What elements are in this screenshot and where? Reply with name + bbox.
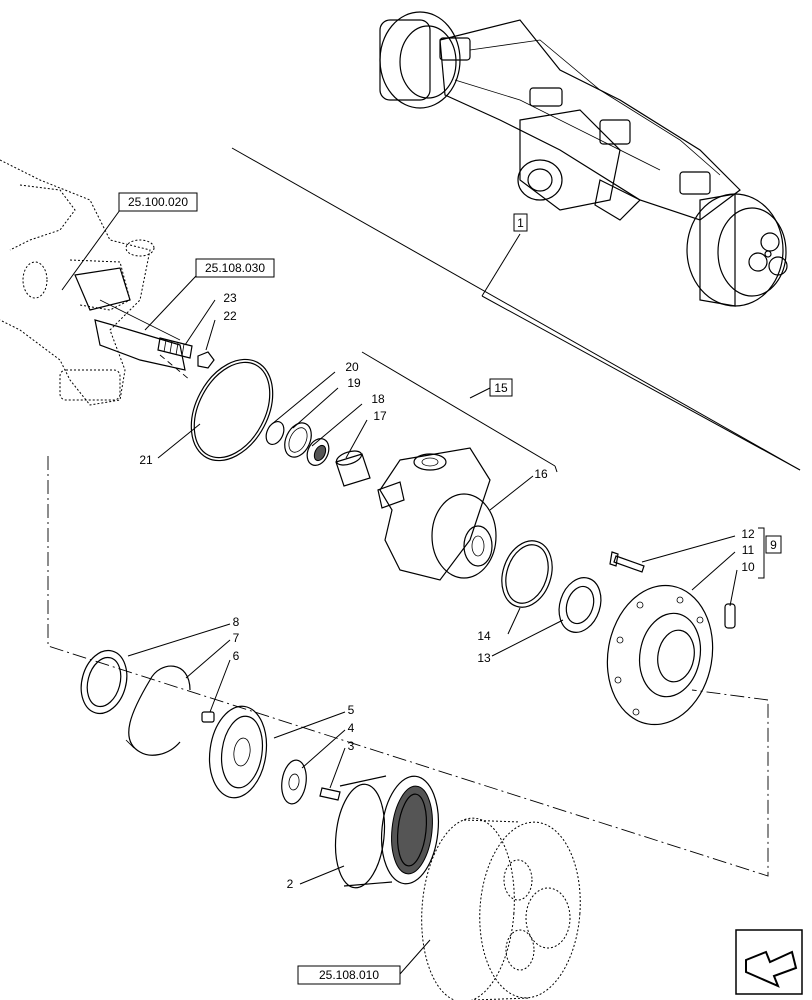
- callout-20: 20: [345, 360, 359, 374]
- part-7-snap-ring: [125, 665, 191, 756]
- driveshaft-ghost-icon: [0, 159, 191, 406]
- part-22-nut: [197, 351, 215, 369]
- callout-4: 4: [348, 721, 355, 735]
- callout-13: 13: [477, 651, 491, 665]
- part-5-gear-carrier: [208, 705, 268, 799]
- part-12-wheel-stud: [609, 551, 645, 573]
- part-21-o-ring: [190, 358, 274, 462]
- part-16-steering-knuckle: [377, 447, 497, 581]
- ref-box-25-108-010[interactable]: 25.108.010: [297, 965, 401, 985]
- callout-box-9[interactable]: 9: [765, 535, 782, 554]
- axle-assembly-icon: [379, 11, 788, 307]
- callout-box-9-label: 9: [770, 538, 777, 552]
- part-14-seal: [501, 540, 553, 608]
- callout-box-1[interactable]: 1: [513, 213, 528, 232]
- callout-5: 5: [348, 703, 355, 717]
- planetary-ghost-icon: [421, 817, 581, 1000]
- parts-20-19-18-seals: [265, 421, 330, 466]
- ref-label-25-108-030: 25.108.030: [205, 261, 265, 275]
- callout-12: 12: [741, 527, 755, 541]
- ref-label-25-100-020: 25.100.020: [128, 195, 188, 209]
- callout-7: 7: [233, 631, 240, 645]
- part-6-pin: [201, 711, 215, 723]
- callout-numbers: 23 22 21 20 19 18 17 16 14 13 12 11 10 8…: [139, 291, 755, 891]
- previous-page-arrow-icon[interactable]: [735, 929, 803, 995]
- callout-box-15-label: 15: [494, 381, 508, 395]
- callout-box-15[interactable]: 15: [489, 378, 513, 397]
- callout-16: 16: [534, 467, 548, 481]
- callout-2: 2: [287, 877, 294, 891]
- callout-box-1-label: 1: [517, 216, 524, 230]
- callout-19: 19: [347, 376, 361, 390]
- callout-22: 22: [223, 309, 237, 323]
- part-4-lock-plate: [281, 759, 307, 805]
- part-11-wheel-hub: [606, 584, 714, 726]
- ref-label-25-108-010: 25.108.010: [319, 968, 379, 982]
- callout-23: 23: [223, 291, 237, 305]
- leader-lines: [61, 209, 738, 975]
- part-23-pin: [157, 337, 193, 359]
- part-3-bolt: [319, 787, 341, 801]
- callout-10: 10: [741, 560, 755, 574]
- part-10-dowel-pin: [724, 603, 736, 629]
- part-17-bushing: [335, 450, 371, 487]
- ref-box-25-108-030[interactable]: 25.108.030: [195, 258, 275, 278]
- part-8-seal: [80, 649, 128, 715]
- callout-3: 3: [348, 739, 355, 753]
- part-13-bearing: [558, 577, 602, 633]
- callout-8: 8: [233, 615, 240, 629]
- part-2-ring-gear: [334, 775, 440, 889]
- callout-21: 21: [139, 453, 153, 467]
- callout-6: 6: [233, 649, 240, 663]
- callout-17: 17: [373, 409, 387, 423]
- ref-box-25-100-020[interactable]: 25.100.020: [118, 192, 198, 212]
- group-bracket-9: [758, 527, 765, 579]
- callout-18: 18: [371, 392, 385, 406]
- callout-11: 11: [742, 543, 755, 557]
- callout-14: 14: [477, 629, 491, 643]
